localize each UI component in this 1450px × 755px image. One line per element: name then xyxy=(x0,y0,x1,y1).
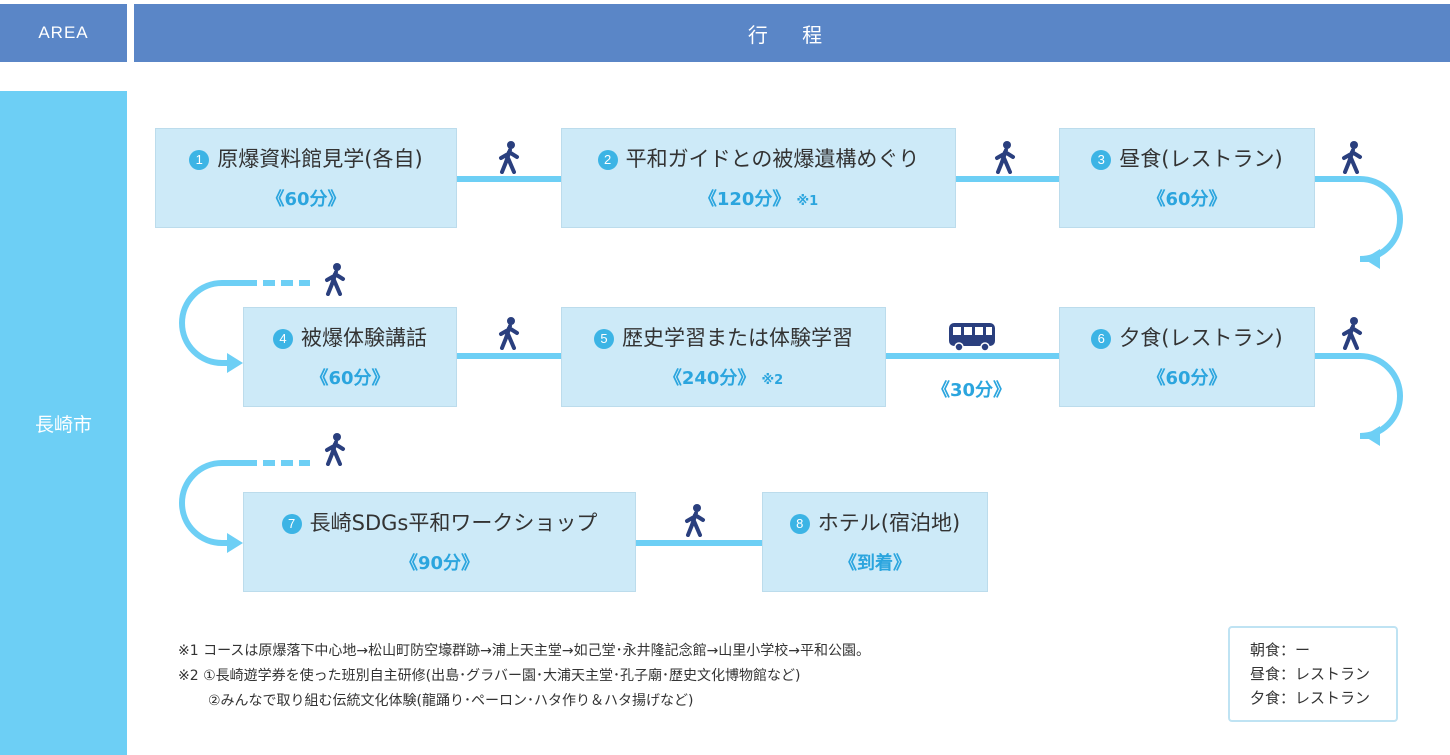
arrow-head-2 xyxy=(227,353,243,373)
step-duration: 《到着》 xyxy=(839,553,911,574)
step-duration: 《60分》 xyxy=(1147,189,1227,210)
bus-icon xyxy=(949,323,995,352)
step-number: 5 xyxy=(594,329,614,349)
itinerary-header: 行 程 xyxy=(134,4,1450,62)
step-title: 原爆資料館見学(各自) xyxy=(217,147,423,171)
step-number: 1 xyxy=(189,150,210,170)
footnote-1: ※1 コースは原爆落下中心地→松山町防空壕群跡→浦上天主堂→如己堂･永井隆記念館… xyxy=(178,643,871,659)
curve-left-2 xyxy=(179,460,245,546)
arrow-head-4 xyxy=(227,533,243,553)
step-note: ※2 xyxy=(761,373,784,388)
curve-right-2 xyxy=(1314,353,1403,439)
area-header: AREA xyxy=(0,4,127,62)
footnote-2-continued: ②みんなで取り組む伝統文化体験(龍踊り･ペーロン･ハタ作り＆ハタ揚げなど) xyxy=(208,693,694,709)
step-title: 長崎SDGs平和ワークショップ xyxy=(309,511,598,535)
step-duration: 《120分》 xyxy=(698,189,791,210)
arrow-head-3 xyxy=(1364,426,1380,446)
step-number: 4 xyxy=(273,329,293,349)
curve-right-1 xyxy=(1314,176,1403,262)
walk-icon xyxy=(1342,141,1362,174)
footnotes: ※1 コースは原爆落下中心地→松山町防空壕群跡→浦上天主堂→如己堂･永井隆記念館… xyxy=(178,639,870,714)
walk-icon xyxy=(499,141,519,174)
step-number: 3 xyxy=(1091,150,1112,170)
walk-icon xyxy=(325,263,345,296)
step-number: 2 xyxy=(597,150,618,170)
step-5: 5 歴史学習または体験学習 《240分》 ※2 xyxy=(561,307,886,407)
walk-icon xyxy=(325,433,345,466)
step-number: 8 xyxy=(789,514,810,534)
walk-icon xyxy=(685,504,705,537)
meal-lunch: 昼食：レストラン xyxy=(1250,665,1371,683)
step-4: 4 被爆体験講話 《60分》 xyxy=(243,307,457,407)
step-2: 2 平和ガイドとの被爆遺構めぐり 《120分》 ※1 xyxy=(561,128,956,228)
step-duration: 《240分》 xyxy=(663,368,756,389)
step-8: 8 ホテル(宿泊地) 《到着》 xyxy=(762,492,988,592)
meal-dinner: 夕食：レストラン xyxy=(1250,689,1371,707)
step-6: 6 夕食(レストラン) 《60分》 xyxy=(1059,307,1315,407)
step-1: 1 原爆資料館見学(各自) 《60分》 xyxy=(155,128,457,228)
walk-icon xyxy=(499,317,519,350)
area-name: 長崎市 xyxy=(0,91,127,755)
curve-left-1 xyxy=(179,280,245,366)
step-duration: 《90分》 xyxy=(399,553,480,574)
meals-box: 朝食：ー 昼食：レストラン 夕食：レストラン xyxy=(1228,626,1398,722)
step-title: 夕食(レストラン) xyxy=(1119,326,1283,350)
footnote-2: ※2 ①長崎遊学券を使った班別自主研修(出島･グラバー園･大浦天主堂･孔子廟･歴… xyxy=(178,668,801,684)
step-7: 7 長崎SDGs平和ワークショップ 《90分》 xyxy=(243,492,636,592)
step-title: 昼食(レストラン) xyxy=(1119,147,1283,171)
connector-2-3 xyxy=(955,176,1060,182)
connector-4-5 xyxy=(456,353,562,359)
step-duration: 《60分》 xyxy=(1147,368,1227,389)
step-duration: 《60分》 xyxy=(266,189,346,210)
step-number: 6 xyxy=(1091,329,1112,349)
step-title: 歴史学習または体験学習 xyxy=(622,326,853,350)
step-title: 平和ガイドとの被爆遺構めぐり xyxy=(625,147,920,171)
walk-icon xyxy=(1342,317,1362,350)
step-title: 被爆体験講話 xyxy=(301,326,427,350)
walk-icon xyxy=(995,141,1015,174)
connector-7-8 xyxy=(635,540,763,546)
bus-duration: 《30分》 xyxy=(932,380,1012,401)
step-title: ホテル(宿泊地) xyxy=(817,511,961,535)
step-3: 3 昼食(レストラン) 《60分》 xyxy=(1059,128,1315,228)
connector-1-2 xyxy=(456,176,562,182)
step-number: 7 xyxy=(281,514,302,534)
step-duration: 《60分》 xyxy=(310,368,390,389)
step-note: ※1 xyxy=(796,194,819,209)
arrow-head-1 xyxy=(1364,249,1380,269)
meal-breakfast: 朝食：ー xyxy=(1250,641,1311,659)
connector-5-6 xyxy=(885,353,1060,359)
